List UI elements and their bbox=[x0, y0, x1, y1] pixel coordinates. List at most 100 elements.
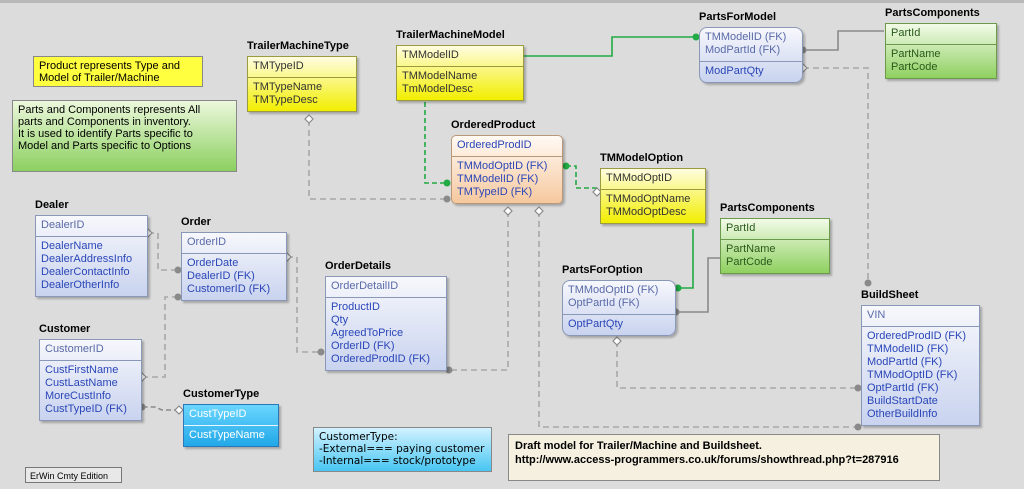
attribute: TMModelID (FK) bbox=[867, 343, 949, 355]
entity-parts-for-model[interactable]: PartsForModel TMModelID (FK) ModPartId (… bbox=[699, 11, 803, 83]
pk-attribute: OrderID bbox=[187, 236, 227, 248]
rel-model-to-orderedproduct bbox=[424, 102, 447, 184]
rel-dealer-to-order bbox=[148, 232, 178, 271]
attribute: OptPartId (FK) bbox=[867, 382, 939, 394]
attribute: TMTypeID (FK) bbox=[457, 186, 533, 198]
erwin-edition-label: ErWin Cmty Edition bbox=[25, 467, 122, 483]
pk-attribute: TMModelID (FK) bbox=[705, 31, 787, 43]
attribute: ModPartId (FK) bbox=[867, 356, 943, 368]
dot-partsformodel bbox=[692, 33, 700, 41]
attribute: TMModOptName bbox=[606, 193, 691, 205]
attribute: TMModelID (FK) bbox=[457, 173, 539, 185]
rel-partscomp-top-to-partsformodel bbox=[803, 30, 884, 51]
rel-order-to-orderdetails bbox=[287, 256, 321, 353]
dot-buildsheet-3 bbox=[854, 423, 862, 431]
attribute: DealerOtherInfo bbox=[41, 279, 120, 291]
rel-orderedproduct-to-orderdetails bbox=[449, 211, 509, 371]
diamond-partsforoption bbox=[612, 336, 622, 346]
entity-title: OrderedProduct bbox=[451, 119, 536, 131]
rel-partsforoption-to-buildsheet bbox=[616, 341, 858, 389]
entity-customer[interactable]: Customer CustomerID CustFirstName CustLa… bbox=[39, 323, 142, 421]
entity-title: Order bbox=[181, 216, 211, 228]
rel-model-to-partsformodel bbox=[524, 36, 694, 57]
attribute: TmModelDesc bbox=[402, 83, 473, 95]
pk-attribute: TMTypeID bbox=[253, 60, 304, 72]
entity-dealer[interactable]: Dealer DealerID DealerName DealerAddress… bbox=[35, 199, 148, 297]
attribute: CustTypeName bbox=[189, 429, 265, 441]
attribute: PartName bbox=[726, 243, 776, 255]
entity-customer-type[interactable]: CustomerType CustTypeID CustTypeName bbox=[183, 388, 279, 447]
entity-title: BuildSheet bbox=[861, 289, 919, 301]
attribute: CustLastName bbox=[45, 377, 118, 389]
pk-attribute: ModPartId (FK) bbox=[705, 44, 781, 56]
draft-model-note: Draft model for Trailer/Machine and Buil… bbox=[508, 434, 940, 481]
rel-option-to-orderedproduct bbox=[566, 165, 597, 189]
entity-title: PartsForOption bbox=[562, 264, 643, 276]
pk-attribute: CustTypeID bbox=[189, 408, 247, 420]
attribute: TMModOptID (FK) bbox=[867, 369, 958, 381]
entity-title: PartsComponents bbox=[720, 202, 815, 214]
attribute: DealerAddressInfo bbox=[41, 253, 133, 265]
attribute: OptPartQty bbox=[568, 318, 624, 330]
entity-ordered-product[interactable]: OrderedProduct OrderedProdID TMModOptID … bbox=[451, 119, 563, 204]
attribute: PartName bbox=[891, 48, 941, 60]
top-scroll-edge bbox=[0, 0, 1024, 3]
attribute: MoreCustInfo bbox=[45, 390, 112, 402]
rel-orderedproduct-to-buildsheet bbox=[538, 211, 858, 428]
rel-partscomp-mid-to-partsforoption bbox=[676, 257, 720, 313]
pk-attribute: OptPartId (FK) bbox=[568, 297, 640, 309]
dot-orderdetails-order bbox=[317, 348, 325, 356]
entity-parts-for-option[interactable]: PartsForOption TMModOptID (FK) OptPartId… bbox=[562, 264, 676, 336]
rel-option-to-partsforoption bbox=[678, 229, 694, 289]
attribute: OtherBuildInfo bbox=[867, 408, 938, 420]
dot-orderedproduct-type bbox=[443, 195, 451, 203]
attribute: DealerContactInfo bbox=[41, 266, 130, 278]
attribute: DealerName bbox=[41, 240, 103, 252]
entity-order[interactable]: Order OrderID OrderDate DealerID (FK) Cu… bbox=[181, 216, 287, 301]
dot-option-out bbox=[562, 162, 570, 170]
entity-trailer-machine-model[interactable]: TrailerMachineModel TMModelID TMModelNam… bbox=[396, 29, 524, 101]
rel-customertype-to-customer bbox=[142, 406, 179, 411]
entity-order-details[interactable]: OrderDetails OrderDetailID ProductID Qty… bbox=[325, 260, 447, 371]
entity-trailer-machine-type[interactable]: TrailerMachineType TMTypeID TMTypeName T… bbox=[247, 40, 357, 112]
pk-attribute: TMModOptID (FK) bbox=[568, 284, 659, 296]
pk-attribute: VIN bbox=[867, 309, 886, 321]
dot-partsforoption bbox=[674, 284, 682, 292]
attribute: TMTypeDesc bbox=[253, 94, 318, 106]
attribute: OrderedProdID (FK) bbox=[867, 330, 967, 342]
attribute: CustTypeID (FK) bbox=[45, 403, 127, 415]
attribute: TMModOptID (FK) bbox=[457, 160, 548, 172]
parts-note: Parts and Components represents All part… bbox=[12, 100, 237, 172]
dot-orderedproduct-model bbox=[443, 179, 451, 187]
diamond-orderedproduct-1 bbox=[503, 206, 513, 216]
diamond-customertype bbox=[174, 405, 184, 415]
diamond-option bbox=[592, 187, 602, 197]
dot-buildsheet-1 bbox=[864, 279, 872, 287]
entity-tm-model-option[interactable]: TMModelOption TMModOptID TMModOptName TM… bbox=[600, 152, 706, 224]
diamond-orderedproduct-2 bbox=[534, 206, 544, 216]
entity-title: PartsComponents bbox=[885, 7, 980, 19]
entity-title: TMModelOption bbox=[600, 152, 684, 164]
entity-title: OrderDetails bbox=[325, 260, 392, 272]
entity-parts-components-top[interactable]: PartsComponents PartId PartName PartCode bbox=[885, 7, 997, 79]
dot-order-customer bbox=[174, 293, 182, 301]
attribute: OrderedProdID (FK) bbox=[331, 353, 431, 365]
attribute: OrderDate bbox=[187, 257, 239, 269]
pk-attribute: PartId bbox=[726, 222, 756, 234]
entity-parts-components-mid[interactable]: PartsComponents PartId PartName PartCode bbox=[720, 202, 830, 274]
pk-attribute: TMModelID bbox=[402, 49, 459, 61]
attribute: AgreedToPrice bbox=[331, 327, 404, 339]
customer-type-note: CustomerType: -External=== paying custom… bbox=[313, 427, 492, 472]
product-note: Product represents Type and Model of Tra… bbox=[33, 56, 203, 87]
pk-attribute: DealerID bbox=[41, 219, 85, 231]
dot-buildsheet-2 bbox=[854, 384, 862, 392]
attribute: BuildStartDate bbox=[867, 395, 938, 407]
entity-build-sheet[interactable]: BuildSheet VIN OrderedProdID (FK) TMMode… bbox=[861, 289, 980, 426]
entity-title: TrailerMachineModel bbox=[396, 29, 505, 41]
pk-attribute: OrderDetailID bbox=[331, 280, 399, 292]
attribute: OrderID (FK) bbox=[331, 340, 395, 352]
pk-attribute: TMModOptID bbox=[606, 172, 673, 184]
entity-title: Customer bbox=[39, 323, 91, 335]
